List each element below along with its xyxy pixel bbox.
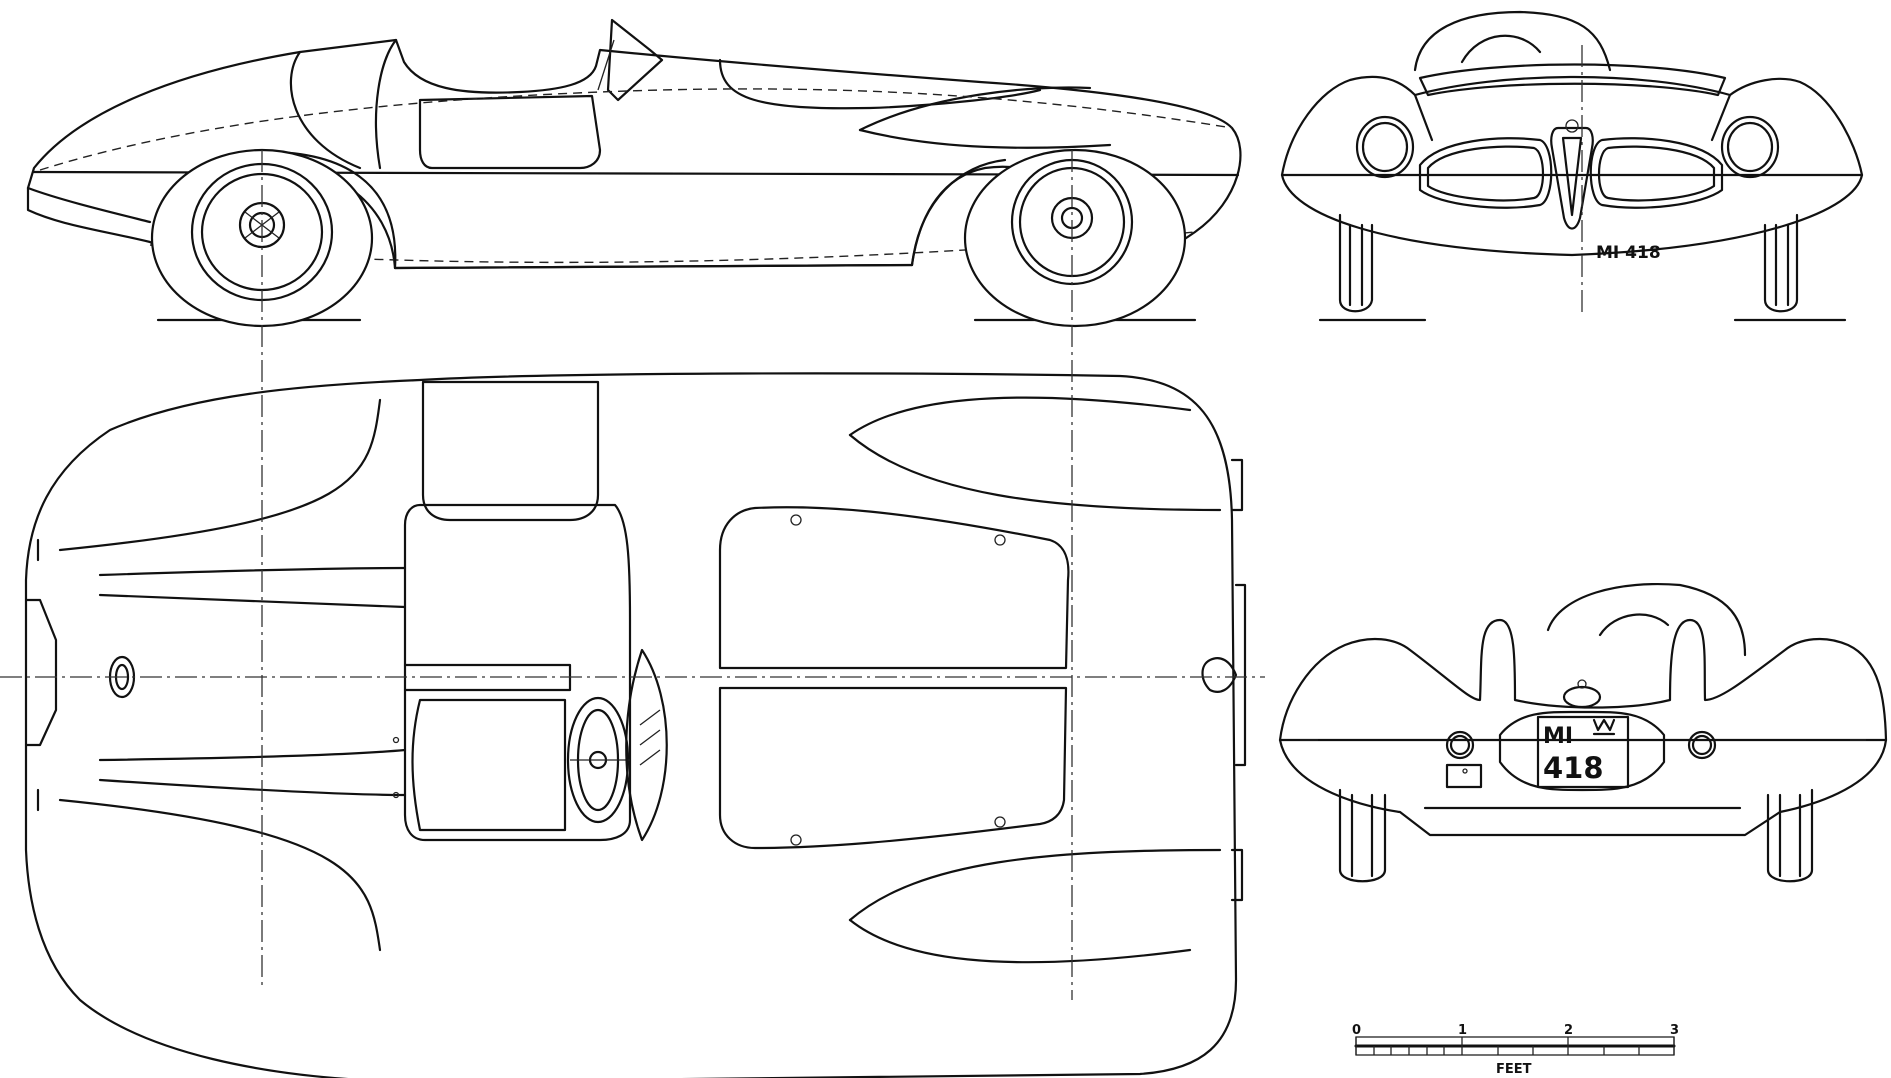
top-cockpit (403, 503, 632, 842)
rear-plate-recess (1498, 710, 1666, 792)
rear-light-left (1445, 730, 1475, 760)
top-rear-fin-upper-b (848, 433, 1222, 512)
rear-view: MI 418 (1278, 583, 1888, 883)
top-front-line-2 (98, 593, 407, 609)
rear-badge-box (1445, 763, 1483, 789)
front-wheel-left (1338, 213, 1374, 313)
rear-fairing (1546, 583, 1747, 657)
side-view (26, 18, 1242, 328)
top-rear-panel-upper (718, 506, 1070, 670)
side-front-lip (26, 186, 152, 224)
front-scuttle (1418, 63, 1727, 97)
top-view (24, 372, 1247, 1078)
side-cockpit (418, 94, 602, 170)
front-wheel-right (1763, 213, 1799, 313)
side-rear-fin-upper (718, 58, 1042, 110)
construction-lines (0, 45, 1583, 1000)
top-front-sweep-1 (58, 398, 382, 552)
rear-plate-crest (1592, 718, 1616, 736)
front-grille-right (1589, 137, 1724, 209)
side-rear-wheel (963, 148, 1187, 328)
scale-tick-0: 0 (1352, 1023, 1361, 1038)
front-body-outline (1280, 75, 1864, 257)
top-rear-fin-lower-a (848, 918, 1192, 964)
front-fairing (1413, 10, 1612, 72)
scale-unit: FEET (1496, 1062, 1532, 1077)
top-front-line-1 (98, 566, 407, 577)
top-rear-fin-lower-b (848, 848, 1222, 922)
side-dashed-upper (39, 88, 1233, 171)
scale-bar: 0 1 2 3 FEET (1352, 1023, 1679, 1077)
side-windscreen (606, 18, 664, 102)
side-rear-arch (910, 158, 1007, 267)
front-view: MI 418 (1280, 10, 1864, 322)
top-headrest (421, 380, 600, 522)
front-headlight-right (1720, 115, 1780, 179)
top-rear-panel-lower (718, 686, 1068, 850)
rear-body-outline (1278, 618, 1888, 837)
rear-plate (1536, 715, 1630, 789)
scale-tick-1: 1 (1458, 1023, 1467, 1038)
side-rear-fin-a (858, 86, 1092, 132)
top-front-line-4 (98, 778, 407, 797)
top-tail-emblem (1201, 657, 1238, 693)
side-rocker-line (393, 263, 914, 270)
rear-plate-line1: MI (1543, 724, 1573, 749)
top-front-sweep-2 (58, 798, 382, 952)
front-plate-text: MI 418 (1596, 243, 1661, 263)
scale-tick-3: 3 (1670, 1023, 1679, 1038)
top-rear-fin-upper-a (848, 396, 1192, 437)
rear-wheel-right (1766, 788, 1814, 883)
front-shield-grille (1550, 126, 1594, 230)
front-headlight-left (1355, 115, 1415, 179)
top-windscreen (625, 648, 668, 842)
top-seat (411, 698, 567, 832)
rear-plate-line2: 418 (1543, 751, 1604, 785)
front-grille-left (1418, 137, 1553, 209)
rear-wheel-left (1338, 788, 1387, 883)
side-front-contour (289, 50, 362, 170)
side-windscreen-post (597, 39, 615, 91)
rear-fuel-cap (1562, 685, 1602, 709)
top-nose-vent (24, 598, 58, 747)
rear-light-right (1687, 730, 1717, 760)
side-rear-fin-b (858, 128, 1112, 149)
side-headrest (374, 38, 398, 170)
scale-tick-2: 2 (1564, 1023, 1573, 1038)
top-front-line-3 (98, 748, 407, 762)
